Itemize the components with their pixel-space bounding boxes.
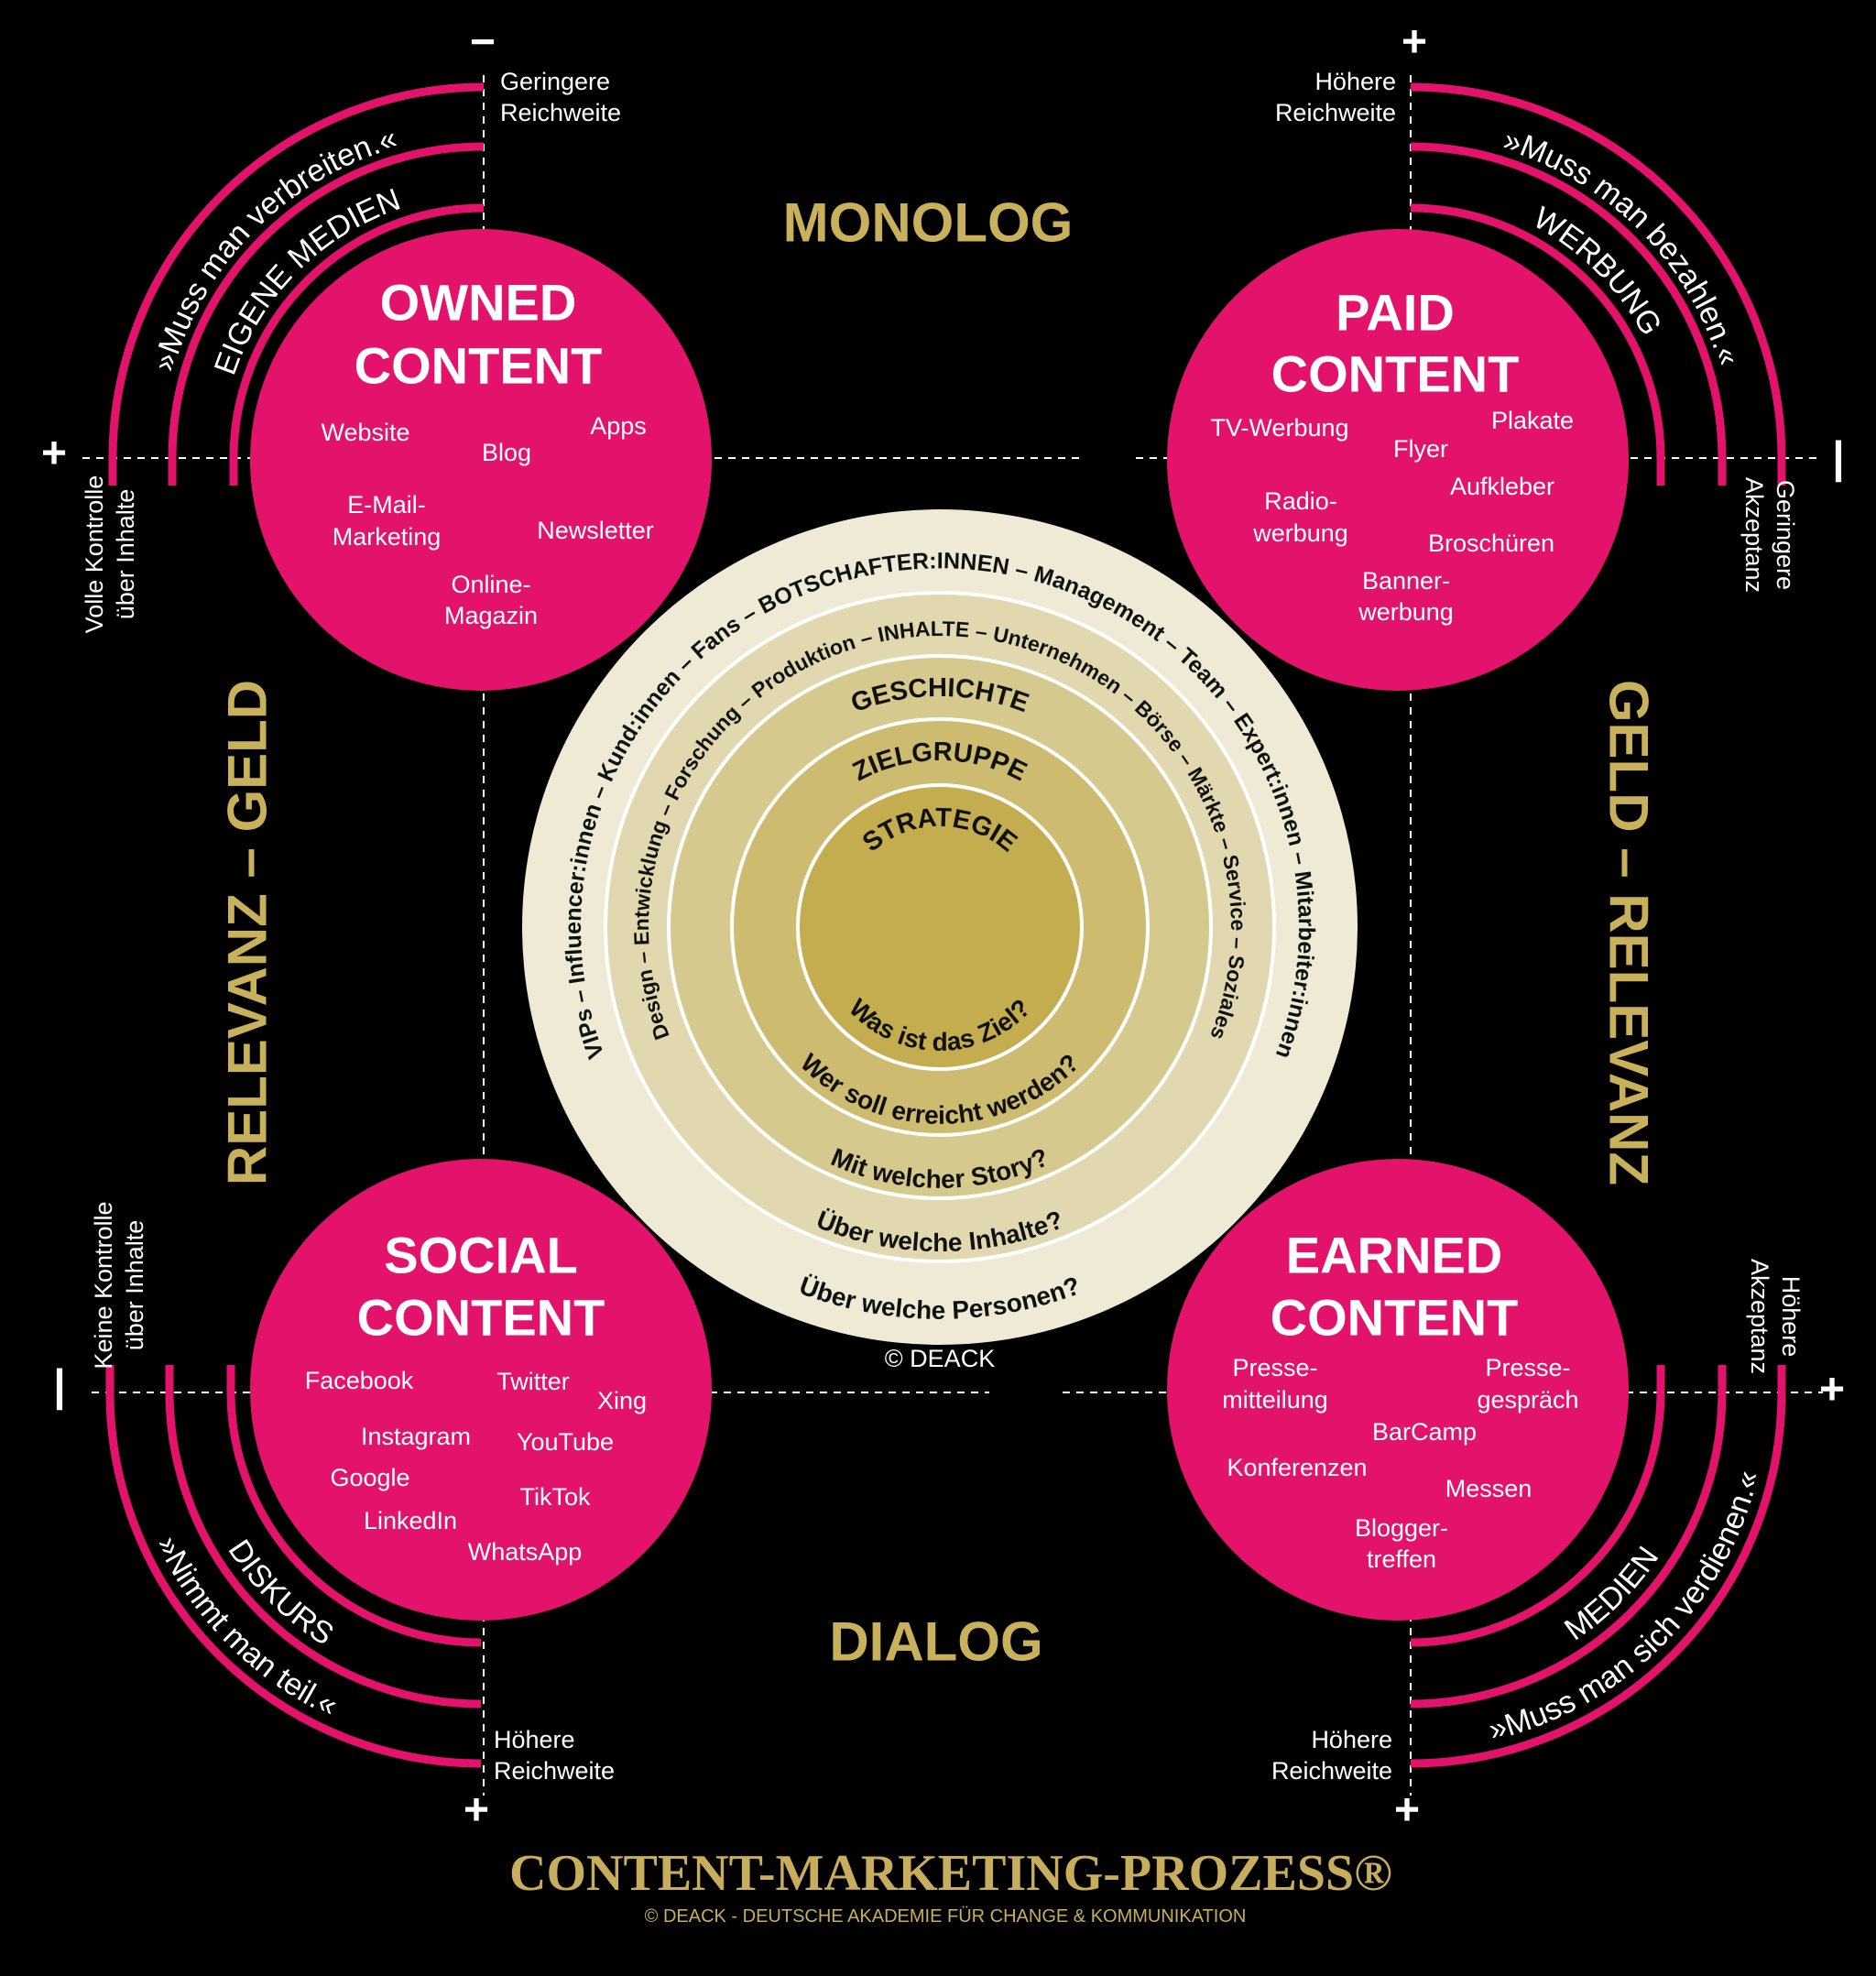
earned-item: treffen — [1367, 1545, 1436, 1573]
label-right-top-2: Akzeptanz — [1740, 477, 1768, 593]
axis-label-monolog: MONOLOG — [783, 192, 1074, 254]
social-item: TikTok — [519, 1483, 591, 1511]
social-item: WhatsApp — [468, 1538, 583, 1566]
social-item: YouTube — [517, 1428, 614, 1456]
minus-sign-top-left: − — [470, 18, 496, 67]
corner-labels: − Geringere Reichweite + Höhere Reichwei… — [41, 18, 1845, 1835]
paid-item: Broschüren — [1428, 529, 1554, 557]
owned-item: Marketing — [333, 523, 442, 551]
owned-item: Magazin — [444, 602, 538, 629]
plus-sign-left-top: + — [41, 430, 67, 478]
plus-sign-bottom-right: + — [1394, 1786, 1420, 1835]
earned-title-2: CONTENT — [1271, 1289, 1519, 1347]
earned-item: Presse- — [1485, 1354, 1570, 1381]
owned-item: Website — [321, 419, 409, 446]
label-bottom-left-1: Höhere — [494, 1726, 575, 1753]
paid-title-1: PAID — [1336, 284, 1455, 342]
owned-title-1: OWNED — [380, 274, 577, 332]
label-right-bottom-1: Höhere — [1777, 1276, 1805, 1358]
label-left-bottom-2: über Inhalte — [121, 1220, 148, 1351]
axis-label-dialog: DIALOG — [829, 1611, 1042, 1673]
footer-subtitle: © DEACK - DEUTSCHE AKADEMIE FÜR CHANGE &… — [645, 1906, 1247, 1927]
label-left-bottom-1: Keine Kontrolle — [90, 1201, 117, 1369]
label-bottom-left-2: Reichweite — [494, 1757, 615, 1785]
paid-item: Aufkleber — [1450, 473, 1554, 500]
minus-sign-left-bottom: | — [53, 1362, 65, 1411]
label-top-left-1: Geringere — [500, 68, 610, 95]
label-bottom-right-2: Reichweite — [1271, 1757, 1392, 1785]
plus-sign-top-right: + — [1402, 18, 1427, 67]
owned-item: Apps — [590, 412, 647, 440]
paid-title-2: CONTENT — [1271, 345, 1520, 403]
label-left-top-1: Volle Kontrolle — [81, 475, 108, 634]
social-content-circle: SOCIAL CONTENT Facebook Twitter Xing Ins… — [250, 1159, 712, 1621]
label-bottom-right-1: Höhere — [1311, 1726, 1392, 1753]
social-item: LinkedIn — [364, 1507, 457, 1534]
owned-content-circle: OWNED CONTENT Website Blog Apps E-Mail- … — [250, 229, 712, 691]
social-item: Twitter — [496, 1368, 570, 1395]
center-copyright: © DEACK — [885, 1345, 995, 1372]
label-left-top-2: über Inhalte — [112, 489, 139, 620]
earned-title-1: EARNED — [1286, 1227, 1502, 1284]
earned-item: Blogger- — [1355, 1514, 1448, 1542]
social-title-2: CONTENT — [357, 1289, 605, 1347]
owned-item: Online- — [451, 571, 530, 598]
earned-item: BarCamp — [1372, 1418, 1477, 1446]
label-right-top-1: Geringere — [1772, 480, 1799, 590]
earned-item: mitteilung — [1222, 1386, 1328, 1414]
social-item: Facebook — [305, 1367, 414, 1394]
social-item: Instagram — [361, 1423, 471, 1450]
paid-item: werbung — [1252, 519, 1348, 547]
label-top-right-1: Höhere — [1314, 68, 1396, 95]
paid-content-circle: PAID CONTENT TV-Werbung Plakate Flyer Au… — [1167, 229, 1629, 691]
footer-title: CONTENT-MARKETING-PROZESS® — [509, 1845, 1392, 1902]
plus-sign-bottom-left: + — [464, 1786, 489, 1835]
paid-item: Radio- — [1264, 487, 1337, 515]
earned-content-circle: EARNED CONTENT Presse- mitteilung Presse… — [1167, 1159, 1629, 1621]
earned-item: gespräch — [1477, 1386, 1578, 1414]
label-top-right-2: Reichweite — [1275, 99, 1396, 126]
paid-item: Banner- — [1362, 567, 1450, 595]
label-right-bottom-2: Akzeptanz — [1746, 1259, 1773, 1374]
owned-item: E-Mail- — [347, 491, 426, 519]
label-top-left-2: Reichweite — [500, 99, 621, 126]
axis-label-left: RELEVANZ – GELD — [217, 680, 278, 1185]
paid-item: Plakate — [1491, 407, 1574, 434]
owned-item: Blog — [482, 439, 531, 466]
social-title-1: SOCIAL — [384, 1227, 578, 1284]
earned-item: Konferenzen — [1227, 1454, 1367, 1481]
paid-item: Flyer — [1393, 435, 1448, 463]
central-rings: VIPs – Influencer:innen – Kund:innen – F… — [522, 509, 1358, 1345]
social-item: Google — [330, 1464, 409, 1491]
owned-title-2: CONTENT — [354, 337, 603, 395]
minus-sign-right-top: | — [1832, 434, 1844, 483]
owned-item: Newsletter — [537, 517, 654, 544]
plus-sign-right-bottom: + — [1819, 1366, 1845, 1414]
paid-item: TV-Werbung — [1210, 414, 1348, 442]
paid-item: werbung — [1358, 598, 1454, 626]
axis-label-right: GELD – RELEVANZ — [1598, 680, 1660, 1185]
earned-item: Messen — [1445, 1475, 1532, 1502]
earned-item: Presse- — [1232, 1354, 1317, 1381]
social-item: Xing — [597, 1387, 647, 1414]
